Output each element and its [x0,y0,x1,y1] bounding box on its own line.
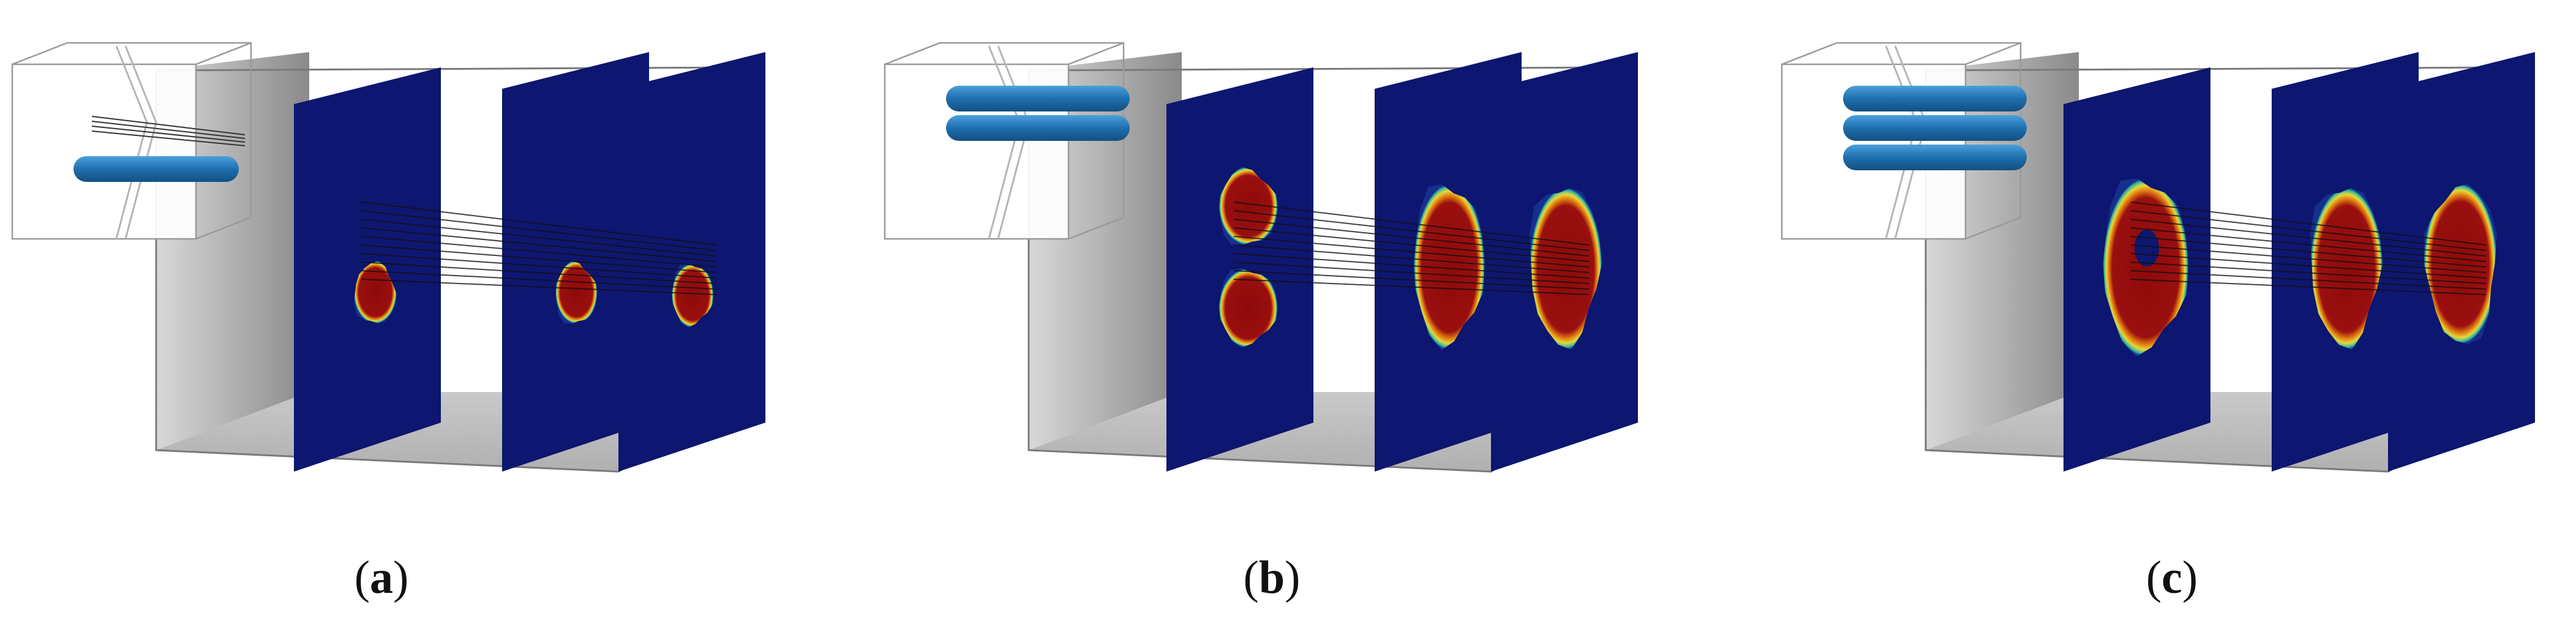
injector-line [91,116,246,135]
injector-line [91,126,246,143]
spray-trajectory [2130,236,2487,268]
spray-trajectory [1233,219,1590,257]
inlet-box-fold [124,45,157,239]
spray-trajectory [2130,244,2487,273]
jet-stream [946,115,1130,141]
spray-spot [1219,268,1278,348]
spray-trajectory [2130,202,2487,246]
spray-trajectory [361,210,717,251]
spray-trajectory [361,253,717,279]
injector-line [91,130,246,146]
spray-trajectory [1233,210,1590,251]
panel-label-b: (b) [1243,552,1301,603]
spray-trajectory [2130,210,2487,251]
jet-stream [1843,145,2027,170]
spray-trajectory [2130,219,2487,257]
spray-trajectory [361,270,717,290]
inlet-box-edge [1965,42,2021,66]
jet-stream [946,86,1130,111]
spray-trajectory [361,244,717,273]
spray-trajectory [1233,262,1590,284]
jet-stream [1843,86,2027,111]
slice-plane [618,52,765,472]
spray-trajectory [1233,227,1590,262]
panel-label-c: (c) [2146,552,2198,603]
spray-trajectory [1233,202,1590,246]
spray-trajectory [361,236,717,268]
spray-trajectory [1233,270,1590,290]
spray-trajectory [1233,279,1590,295]
inlet-box-front [11,63,197,240]
inlet-box-edge [195,42,252,66]
panel-label-a: (a) [354,552,409,603]
spray-trajectory [361,262,717,284]
spray-trajectory [361,279,717,295]
spray-trajectory [361,219,717,257]
jet-stream [73,156,239,182]
injector-line [91,121,246,139]
spray-spot [672,263,714,328]
spray-trajectory [2130,279,2487,295]
scene-panel-a [11,42,765,473]
spray-spot [2424,184,2497,344]
spray-trajectory [2130,227,2487,262]
spray-spot [1219,167,1278,245]
spray-trajectory [2130,253,2487,279]
scene-panel-c [1781,42,2535,473]
inlet-box-edge [1068,42,1124,66]
spray-trajectory [2130,262,2487,284]
spray-trajectory [2130,270,2487,290]
spray-spot [353,260,397,324]
spray-trajectory [1233,236,1590,268]
spray-trajectory [361,202,717,246]
scene-panel-b [884,42,1638,473]
spray-trajectory [1233,244,1590,273]
spray-trajectory [361,227,717,262]
spray-ring-hole [2135,230,2159,266]
jet-stream [1843,115,2027,141]
spray-trajectory [1233,253,1590,279]
spray-spot [1529,187,1602,350]
